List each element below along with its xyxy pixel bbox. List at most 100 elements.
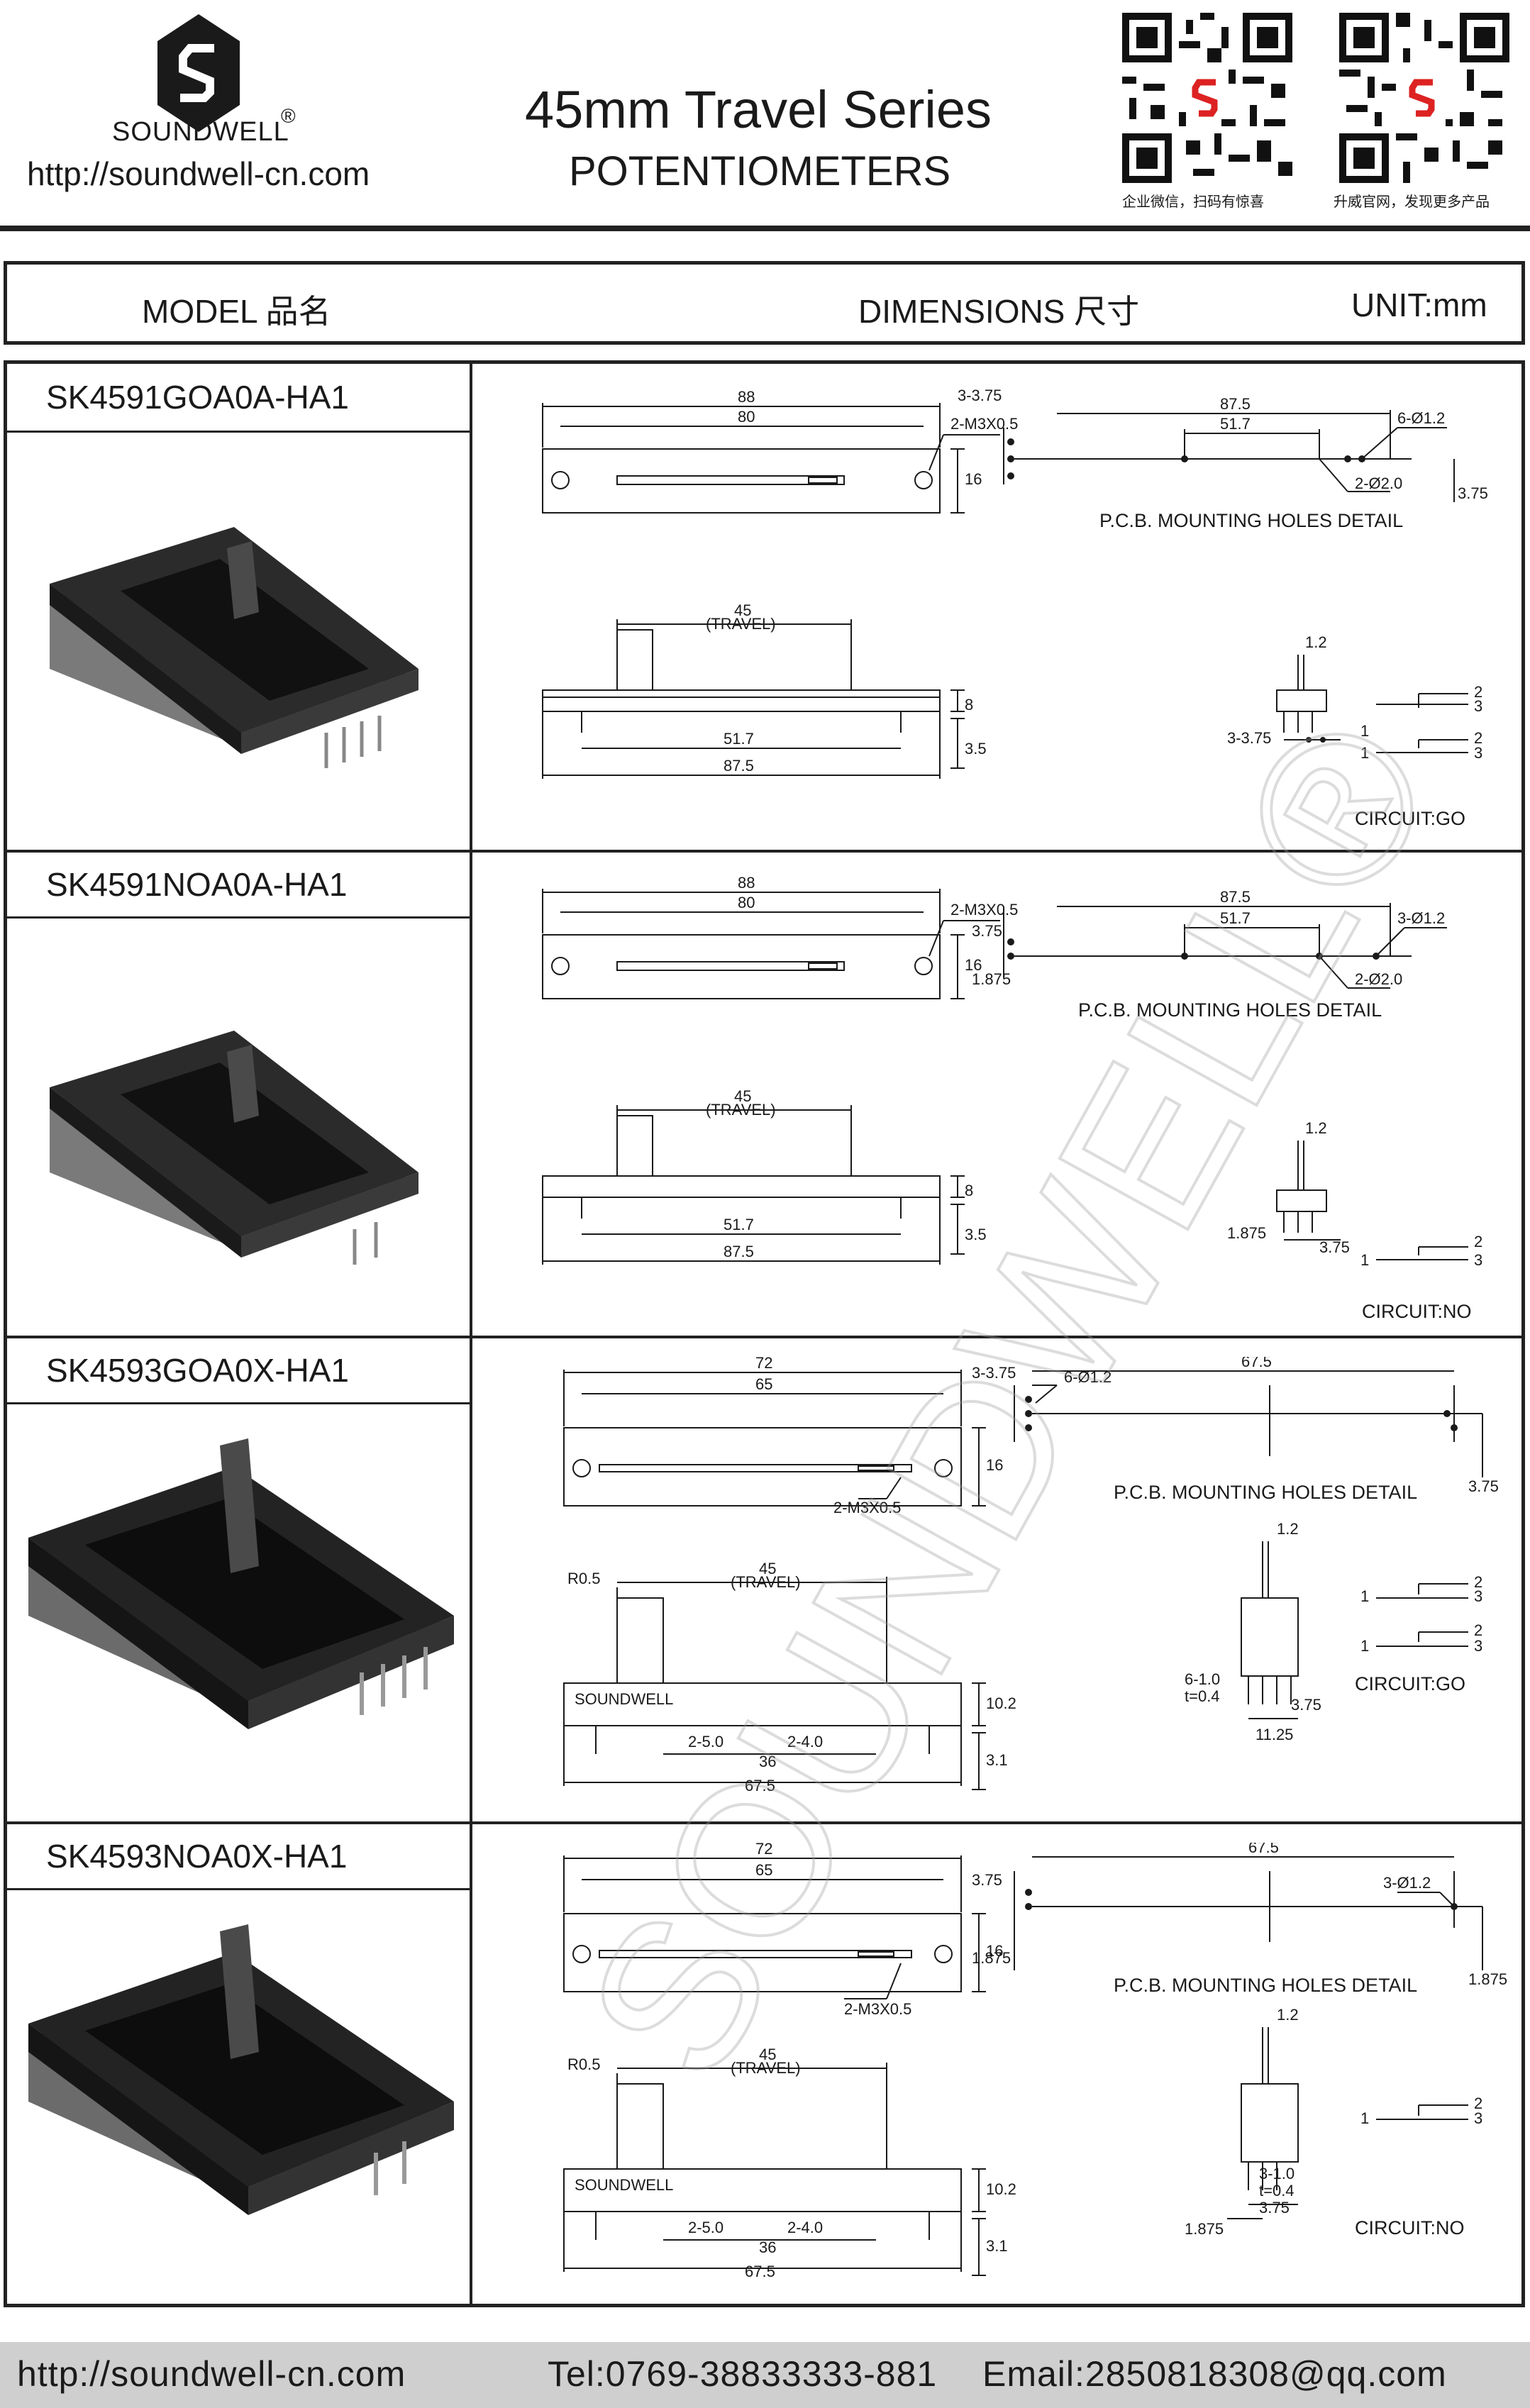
header-website[interactable]: http://soundwell-cn.com	[27, 155, 370, 192]
dimension-drawing: 72 65 2-M3X0.5 16 R0.5 45 (TRAVEL) SOUND…	[563, 1843, 1507, 2280]
row-divider	[7, 1821, 1521, 1824]
dimension-drawing: 72 65 2-M3X0.5 16 R0.5 45 (TRAVEL) SOUND…	[563, 1357, 1499, 1794]
dim-pcb-offset: 3-3.75	[958, 387, 1002, 404]
circuit-pin: 3	[1474, 1587, 1482, 1605]
dim-hole-spacing: 65	[755, 1375, 772, 1393]
dim-pin-span: 36	[759, 2238, 776, 2256]
dim-pcb-offset: 1.875	[972, 1949, 1011, 1967]
dim-overall: 67.5	[745, 1777, 775, 1794]
dim-overall-length: 72	[755, 1843, 772, 1858]
qr-right-caption: 升威官网，发现更多产品	[1334, 194, 1490, 210]
dim-pin-height: 3.5	[965, 1226, 987, 1243]
header-rule	[0, 226, 1530, 231]
circuit-pin: 2	[1474, 729, 1482, 747]
dim-pins: 6-1.0	[1185, 1670, 1220, 1688]
dim-screw: 2-M3X0.5	[950, 415, 1018, 433]
dim-thickness: t=0.4	[1185, 1687, 1220, 1705]
dim-shaft: 1.2	[1277, 2006, 1299, 2024]
dim-pin-a: 2-5.0	[688, 1733, 724, 1750]
circuit-pin: 3	[1474, 697, 1482, 715]
dim-overall: 67.5	[745, 2263, 775, 2280]
dim-radius: R0.5	[567, 2055, 600, 2073]
circuit-pin: 2	[1474, 1573, 1482, 1591]
row-divider	[7, 1336, 1521, 1338]
dim-end-offset: 1.875	[1227, 1224, 1266, 1242]
circuit-caption: CIRCUIT:NO	[1355, 2217, 1465, 2238]
column-header: MODEL 品名 DIMENSIONS 尺寸 UNIT:mm	[4, 261, 1525, 345]
dim-travel: 45	[759, 1560, 776, 1577]
model-name: SK4593NOA0X-HA1	[46, 1838, 348, 1875]
column-model: MODEL 品名	[142, 293, 331, 330]
dim-pcb-span: 67.5	[1248, 1843, 1279, 1856]
model-name: SK4591GOA0A-HA1	[46, 379, 350, 416]
model-underline	[7, 1888, 470, 1890]
dim-width: 11.25	[1255, 1726, 1293, 1743]
dim-height: 16	[986, 1942, 1003, 1960]
dim-travel-label: (TRAVEL)	[706, 1101, 776, 1119]
dim-pitch: 3.75	[1259, 2199, 1290, 2216]
dimension-drawing: 88 80 2-M3X0.5 16 45 (TRAVEL) 51.7 87.5 …	[542, 874, 1482, 1322]
dim-pcb-holes: 3-Ø1.2	[1383, 1874, 1431, 1892]
dim-body-height: 8	[965, 1182, 973, 1199]
dim-pin-a: 2-5.0	[688, 2219, 724, 2236]
circuit-pin: 1	[1360, 2109, 1369, 2127]
dim-pcb-offset: 3-3.75	[972, 1364, 1016, 1382]
document-footer: http://soundwell-cn.com Tel:0769-3883333…	[0, 2342, 1530, 2408]
dim-pin-span: 51.7	[724, 1216, 754, 1233]
dim-overall: 87.5	[724, 1243, 754, 1260]
circuit-caption: CIRCUIT:GO	[1355, 808, 1465, 829]
product-table: SK4591GOA0A-HA1 SK4591NOA0A-HA1 SK4593GO…	[4, 360, 1525, 2307]
column-unit: UNIT:mm	[1351, 287, 1487, 323]
dim-pcb-offset: 3.75	[1458, 484, 1488, 502]
dim-shaft: 1.2	[1305, 633, 1327, 651]
dim-offset: 1.875	[1185, 2220, 1224, 2238]
dim-body-height: 10.2	[986, 1694, 1016, 1712]
dim-height: 16	[965, 956, 982, 974]
dim-overall-length: 88	[738, 874, 755, 892]
circuit-pin: 1	[1360, 722, 1369, 740]
model-name: SK4593GOA0X-HA1	[46, 1352, 350, 1389]
dimension-drawing: 88 80 2-M3X0.5 16 45 (TRAVEL) 51.7 87.5 …	[542, 387, 1488, 829]
pcb-caption: P.C.B. MOUNTING HOLES DETAIL	[1078, 999, 1382, 1021]
dim-pin-height: 3.1	[986, 2237, 1008, 2255]
row-divider	[7, 850, 1521, 853]
circuit-pin: 1	[1360, 1587, 1369, 1605]
dim-travel-label: (TRAVEL)	[706, 615, 776, 633]
dim-pcb-holes: 2-Ø2.0	[1355, 475, 1402, 492]
dim-pcb-holes: 3-Ø1.2	[1397, 909, 1445, 927]
dim-end-pitch: 3.75	[1319, 1238, 1350, 1256]
dim-screw: 2-M3X0.5	[833, 1499, 901, 1516]
dim-pcb-offset: 1.875	[972, 970, 1011, 988]
dim-overall-length: 88	[738, 388, 755, 406]
circuit-caption: CIRCUIT:GO	[1355, 1673, 1465, 1694]
column-divider	[470, 364, 472, 2304]
dim-pcb-span: 87.5	[1220, 888, 1251, 906]
product-render-image	[28, 1438, 454, 1729]
dim-thickness: t=0.4	[1259, 2182, 1295, 2199]
dim-pin-b: 2-4.0	[787, 2219, 823, 2236]
dim-radius: R0.5	[567, 1570, 600, 1587]
dim-pins: 3-1.0	[1259, 2165, 1295, 2182]
side-view-brand: SOUNDWELL	[575, 1690, 673, 1708]
circuit-pin: 2	[1474, 1621, 1482, 1639]
qr-code-left-icon[interactable]	[1122, 13, 1292, 183]
dim-screw: 2-M3X0.5	[950, 901, 1018, 919]
dim-pin-pitch: 3-3.75	[1227, 729, 1271, 747]
pcb-caption: P.C.B. MOUNTING HOLES DETAIL	[1114, 1975, 1417, 1996]
circuit-pin: 1	[1360, 1637, 1369, 1655]
dim-pcb-holes: 2-Ø2.0	[1355, 970, 1402, 988]
footer-website[interactable]: http://soundwell-cn.com	[17, 2354, 406, 2394]
circuit-caption: CIRCUIT:NO	[1362, 1301, 1472, 1322]
qr-code-right-icon[interactable]	[1339, 13, 1509, 183]
dim-height: 16	[965, 470, 982, 488]
page-subtitle: POTENTIOMETERS	[569, 148, 951, 194]
footer-phone[interactable]: Tel:0769-38833333-881	[548, 2354, 938, 2394]
pcb-caption: P.C.B. MOUNTING HOLES DETAIL	[1099, 510, 1403, 531]
circuit-pin: 1	[1360, 1251, 1369, 1269]
dim-overall-length: 72	[755, 1357, 772, 1372]
dim-pcb-span: 51.7	[1220, 415, 1251, 433]
dim-pcb-holes: 6-Ø1.2	[1397, 409, 1445, 427]
footer-email[interactable]: Email:2850818308@qq.com	[982, 2354, 1447, 2394]
qr-left-caption: 企业微信，扫码有惊喜	[1122, 194, 1264, 210]
dim-pcb-holes: 6-Ø1.2	[1064, 1368, 1112, 1386]
